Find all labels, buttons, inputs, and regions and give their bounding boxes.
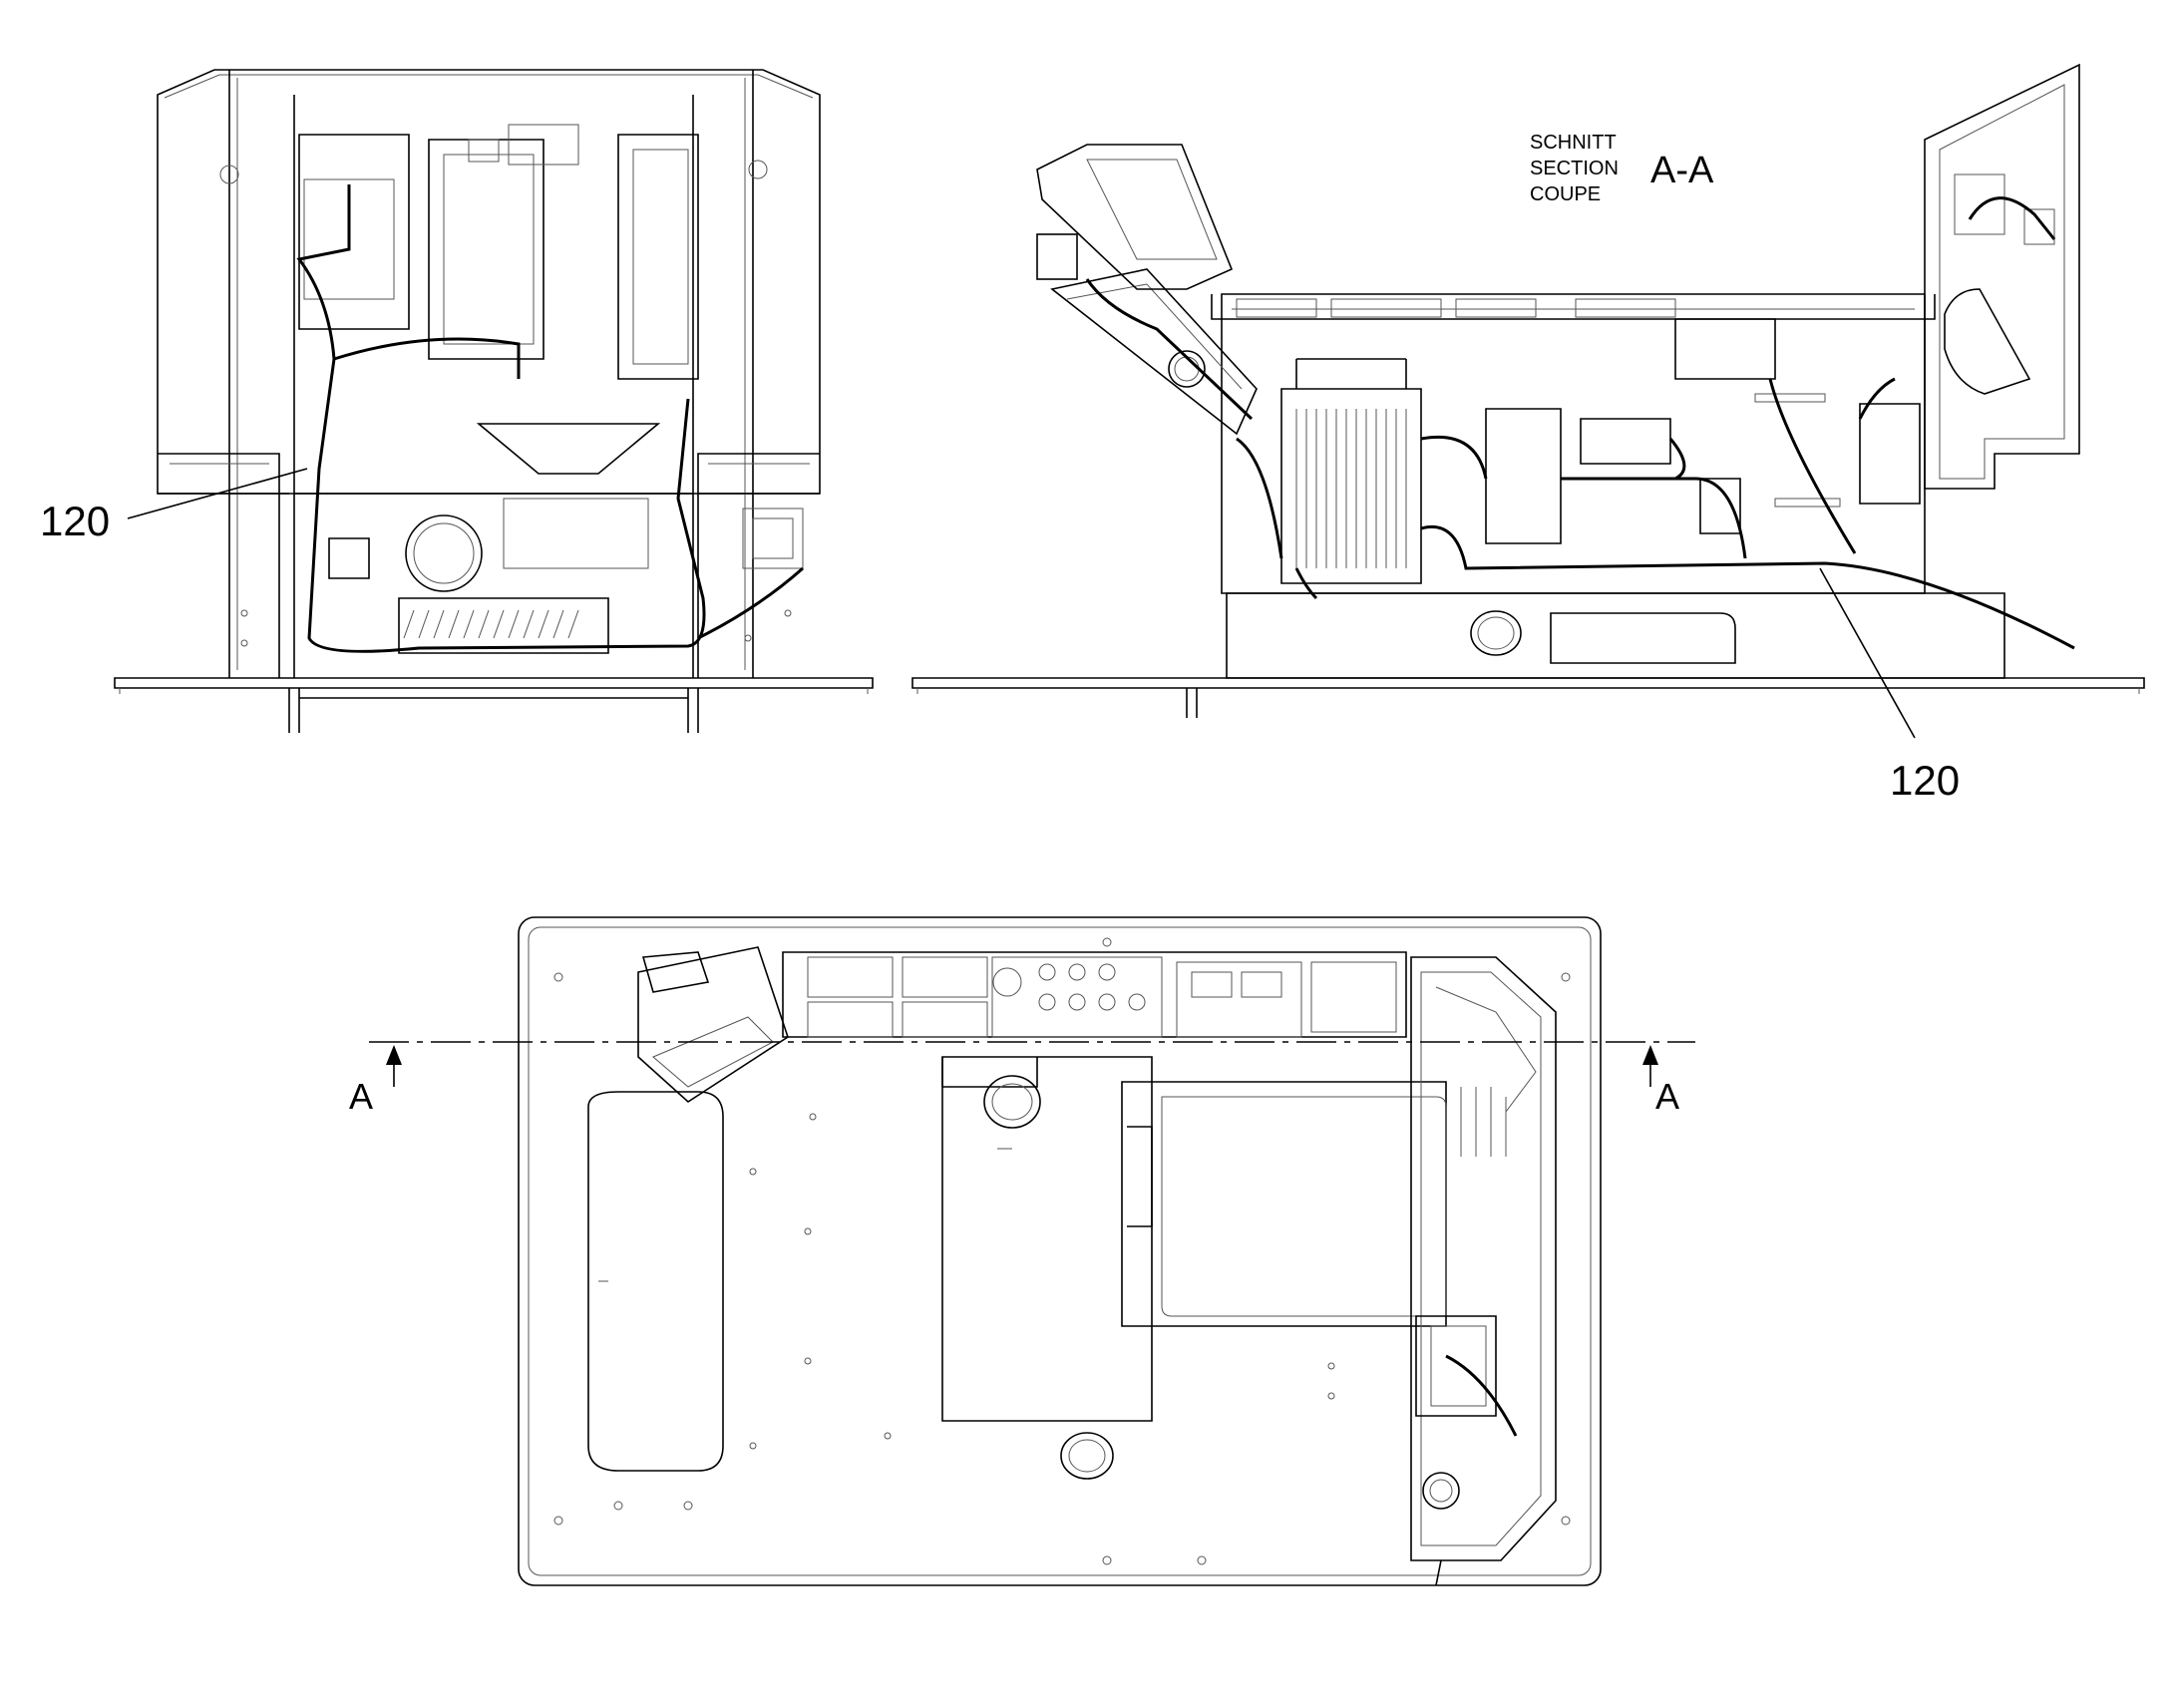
section-view	[911, 63, 2145, 739]
section-title-line-3: COUPE	[1530, 183, 1601, 205]
cut-marker-right: A	[1655, 1076, 1679, 1117]
section-id: A-A	[1650, 150, 1714, 191]
front-view	[114, 69, 874, 733]
section-title-line-2: SECTION	[1530, 158, 1619, 179]
section-title-line-1: SCHNITT	[1530, 132, 1617, 154]
cut-marker-left: A	[349, 1076, 373, 1117]
section-title: SCHNITT SECTION COUPE A-A	[1530, 132, 1714, 205]
top-view	[369, 916, 1695, 1586]
front-view-callout-120: 120	[40, 498, 110, 544]
section-view-callout-120: 120	[1890, 757, 1960, 804]
